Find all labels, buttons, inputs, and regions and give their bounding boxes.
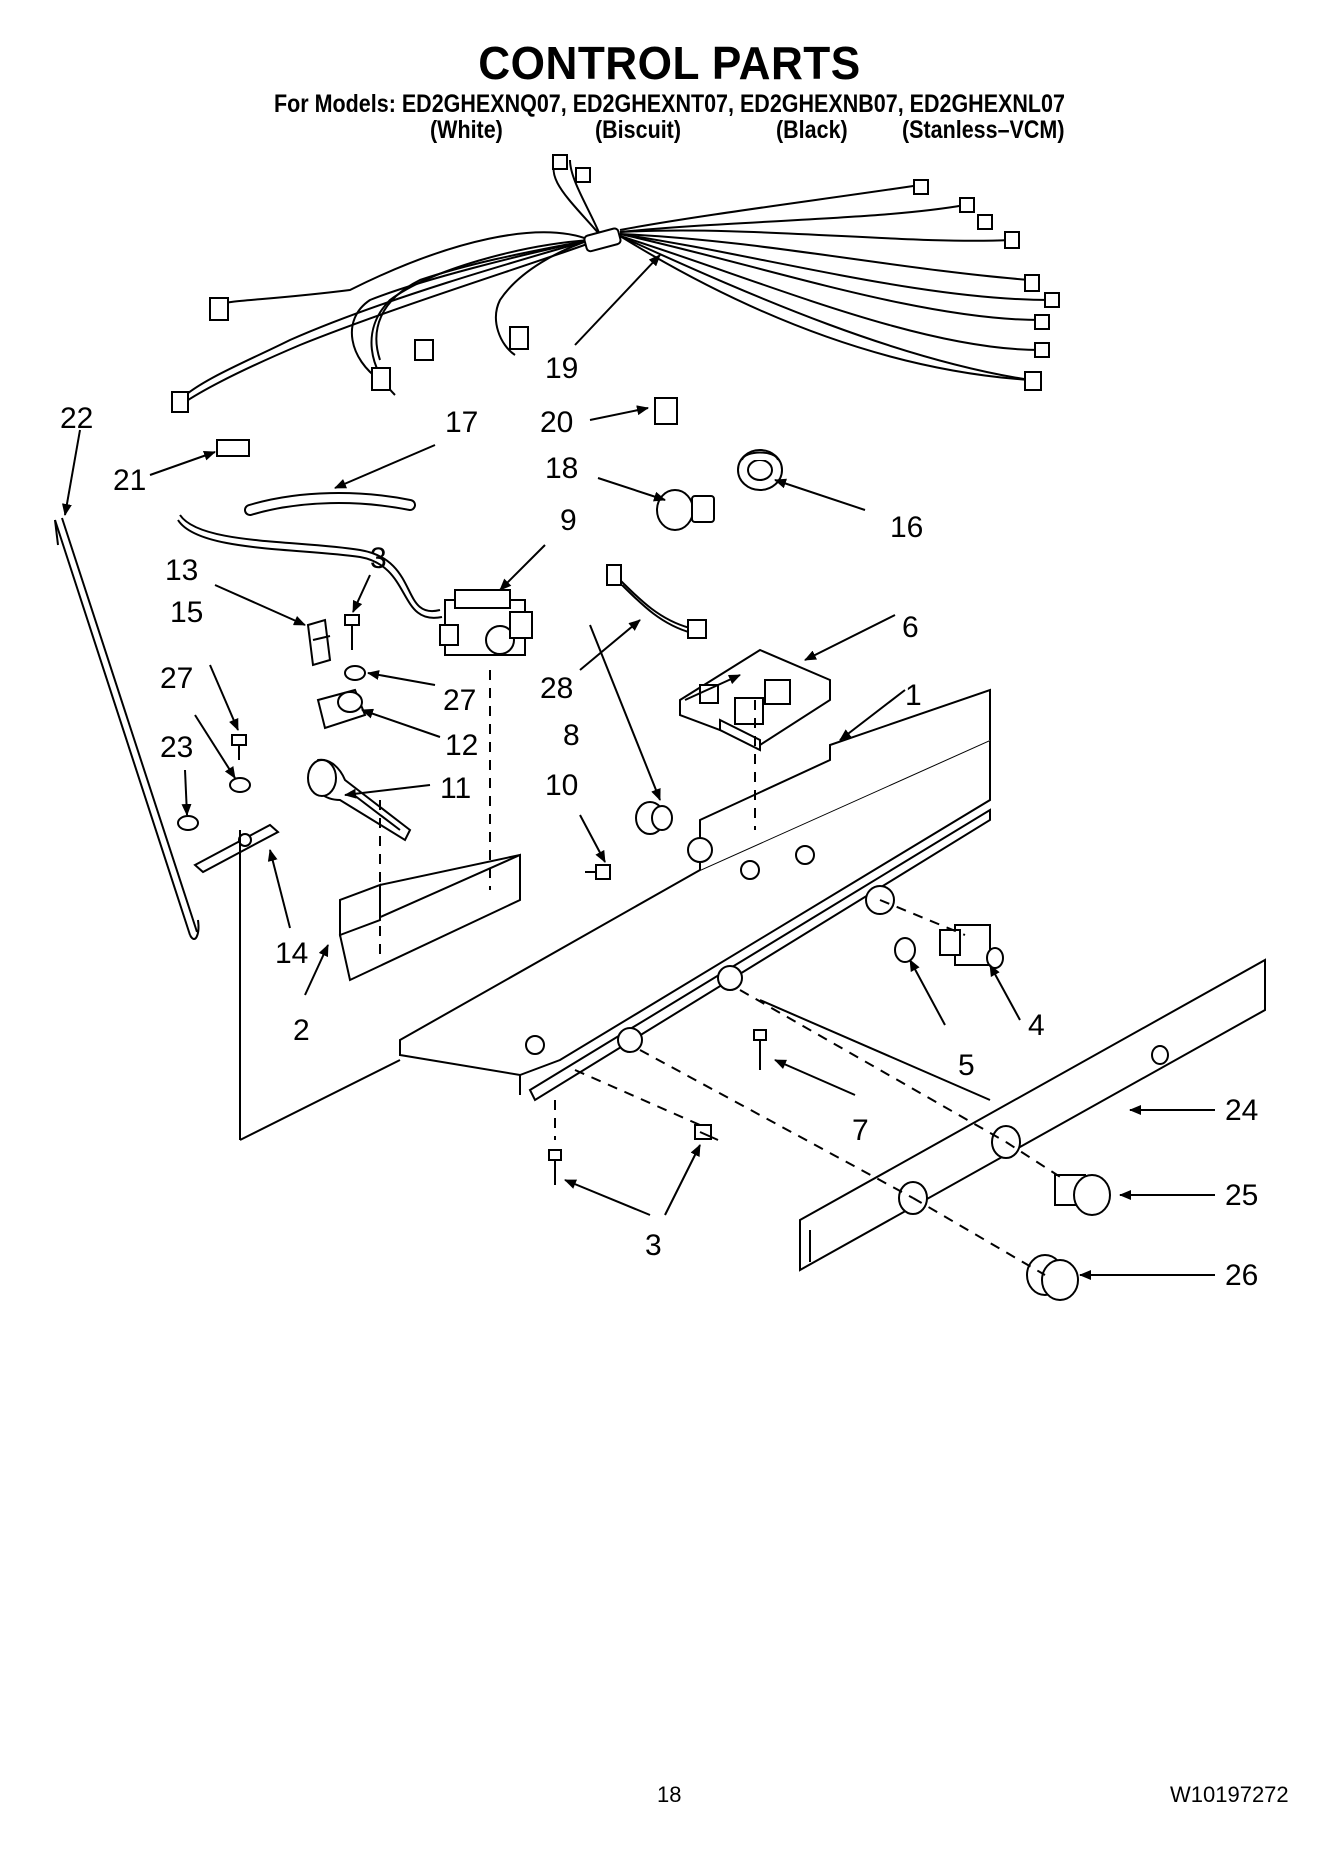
callout-16: 16: [890, 511, 923, 544]
variant-black: (Black): [776, 116, 848, 144]
callout-22: 22: [60, 402, 93, 435]
control-housing-1-part: [399, 688, 991, 1102]
callout-19: 19: [545, 352, 578, 385]
screw-3-top-part: [344, 614, 360, 650]
knob-26-part: [1026, 1254, 1079, 1301]
wire-harness-part: [179, 154, 1051, 405]
solid-guide-lines: [239, 830, 991, 1141]
callout-3-bottom: 3: [645, 1229, 662, 1262]
washer-27-lower-part: [229, 777, 251, 793]
front-panel-24-part: [799, 958, 1266, 1272]
callout-20: 20: [540, 406, 573, 439]
button-5-part: [894, 937, 916, 963]
callout-27-lower: 27: [160, 662, 193, 695]
screw-10-part: [585, 864, 611, 880]
variant-white: (White): [430, 116, 503, 144]
harness-connectors: [171, 154, 1060, 413]
callout-11: 11: [440, 772, 471, 805]
variant-biscuit: (Biscuit): [595, 116, 681, 144]
callout-23: 23: [160, 731, 193, 764]
callout-13: 13: [165, 554, 198, 587]
washer-27-top-part: [344, 665, 366, 681]
callout-7: 7: [852, 1114, 869, 1147]
callout-6: 6: [902, 611, 919, 644]
lever-14-part: [193, 823, 280, 874]
wire-28-part: [606, 564, 707, 639]
alignment-lines: [379, 670, 1066, 1276]
bracket-12-part: [316, 688, 367, 730]
rod-22-part: [54, 517, 200, 940]
thermostat-9-part: [439, 589, 533, 656]
washer-23-part: [177, 815, 199, 831]
callout-8: 8: [563, 719, 580, 752]
callout-25: 25: [1225, 1179, 1258, 1212]
callout-labels: 1 2 3 3 4 5 6 7 8 9 10 11 12 13 14 15 16…: [60, 352, 1258, 1292]
callout-9: 9: [560, 504, 577, 537]
socket-16-part: [737, 449, 783, 491]
leader-arrows: [61, 254, 1215, 1280]
screw-15-part: [231, 734, 247, 760]
callout-18: 18: [545, 452, 578, 485]
callout-10: 10: [545, 769, 578, 802]
knob-25-part: [1054, 1174, 1111, 1216]
clip-20-part: [654, 397, 678, 425]
callout-28: 28: [540, 672, 573, 705]
control-board-6-part: [679, 648, 831, 752]
callout-5: 5: [958, 1049, 975, 1082]
callout-17: 17: [445, 406, 478, 439]
switch-4-part: [939, 924, 1004, 969]
callout-4: 4: [1028, 1009, 1045, 1042]
callout-15: 15: [170, 596, 203, 629]
document-number: W10197272: [1170, 1782, 1289, 1807]
bracket-2-part: [338, 853, 521, 982]
callout-24: 24: [1225, 1094, 1258, 1127]
page-title: CONTROL PARTS: [478, 37, 861, 89]
callout-14: 14: [275, 937, 308, 970]
callout-27-upper: 27: [443, 684, 476, 717]
shaft-11-part: [307, 758, 412, 842]
page-number: 18: [657, 1782, 682, 1807]
clip-21-part: [216, 439, 250, 457]
model-list: For Models: ED2GHEXNQ07, ED2GHEXNT07, ED…: [274, 90, 1065, 118]
screw-7-part: [753, 1029, 767, 1070]
callout-26: 26: [1225, 1259, 1258, 1292]
callout-12: 12: [445, 729, 478, 762]
grommet-8-part: [635, 801, 673, 835]
callout-1: 1: [905, 679, 922, 712]
callout-2: 2: [293, 1014, 310, 1047]
bracket-13-part: [306, 618, 332, 667]
callout-21: 21: [113, 464, 146, 497]
callout-3-top: 3: [370, 542, 387, 575]
variant-stainless-vcm: (Stanless–VCM): [902, 116, 1065, 144]
lamp-18-part: [656, 489, 715, 531]
screw-3-lower-part: [548, 1124, 719, 1185]
